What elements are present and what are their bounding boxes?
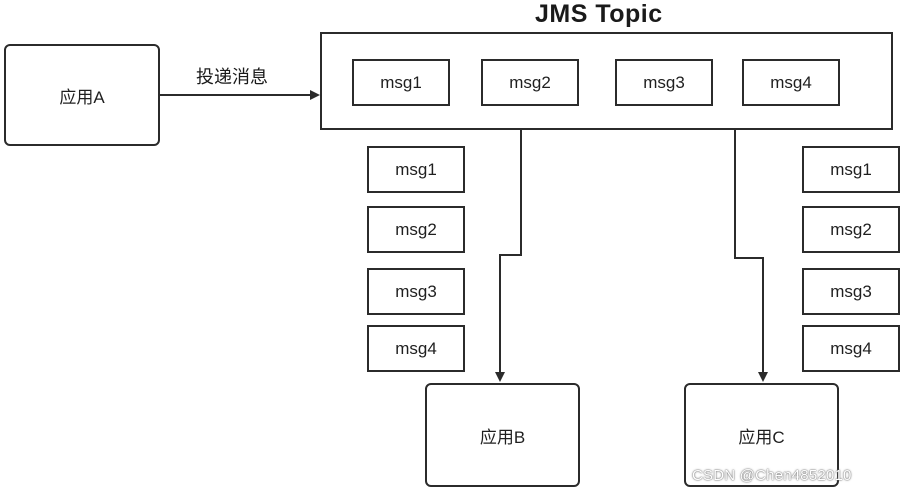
- topic-title: JMS Topic: [535, 0, 663, 28]
- node-app-b: 应用B: [425, 383, 580, 487]
- sub-c-message-3-label: msg3: [830, 281, 872, 301]
- sub-b-message-1-label: msg1: [395, 159, 437, 179]
- topic-message-3: msg3: [615, 59, 713, 106]
- topic-message-2-label: msg2: [509, 72, 551, 92]
- sub-b-message-3-label: msg3: [395, 281, 437, 301]
- sub-c-message-1: msg1: [802, 146, 900, 193]
- sub-b-message-2: msg2: [367, 206, 465, 253]
- sub-b-message-2-label: msg2: [395, 219, 437, 239]
- sub-c-message-3: msg3: [802, 268, 900, 315]
- node-app-c: 应用C: [684, 383, 839, 487]
- arrow-topic-to-app-c: [734, 128, 768, 382]
- topic-message-4-label: msg4: [770, 72, 812, 92]
- topic-message-1-label: msg1: [380, 72, 422, 92]
- sub-c-message-4: msg4: [802, 325, 900, 372]
- topic-message-1: msg1: [352, 59, 450, 106]
- sub-b-message-4-label: msg4: [395, 338, 437, 358]
- topic-message-3-label: msg3: [643, 72, 685, 92]
- sub-b-message-4: msg4: [367, 325, 465, 372]
- watermark-text: CSDN @Chen4852010: [692, 467, 852, 484]
- edge-label-deliver: 投递消息: [196, 67, 268, 88]
- topic-message-4: msg4: [742, 59, 840, 106]
- sub-b-message-1: msg1: [367, 146, 465, 193]
- sub-c-message-4-label: msg4: [830, 338, 872, 358]
- sub-c-message-2-label: msg2: [830, 219, 872, 239]
- arrow-topic-to-app-b: [495, 128, 522, 382]
- node-app-a-label: 应用A: [59, 87, 105, 107]
- sub-c-message-2: msg2: [802, 206, 900, 253]
- node-app-b-label: 应用B: [479, 427, 526, 447]
- sub-c-message-1-label: msg1: [830, 159, 872, 179]
- node-app-c-label: 应用C: [738, 427, 785, 447]
- sub-b-message-3: msg3: [367, 268, 465, 315]
- node-app-a: 应用A: [4, 44, 160, 146]
- topic-message-2: msg2: [481, 59, 579, 106]
